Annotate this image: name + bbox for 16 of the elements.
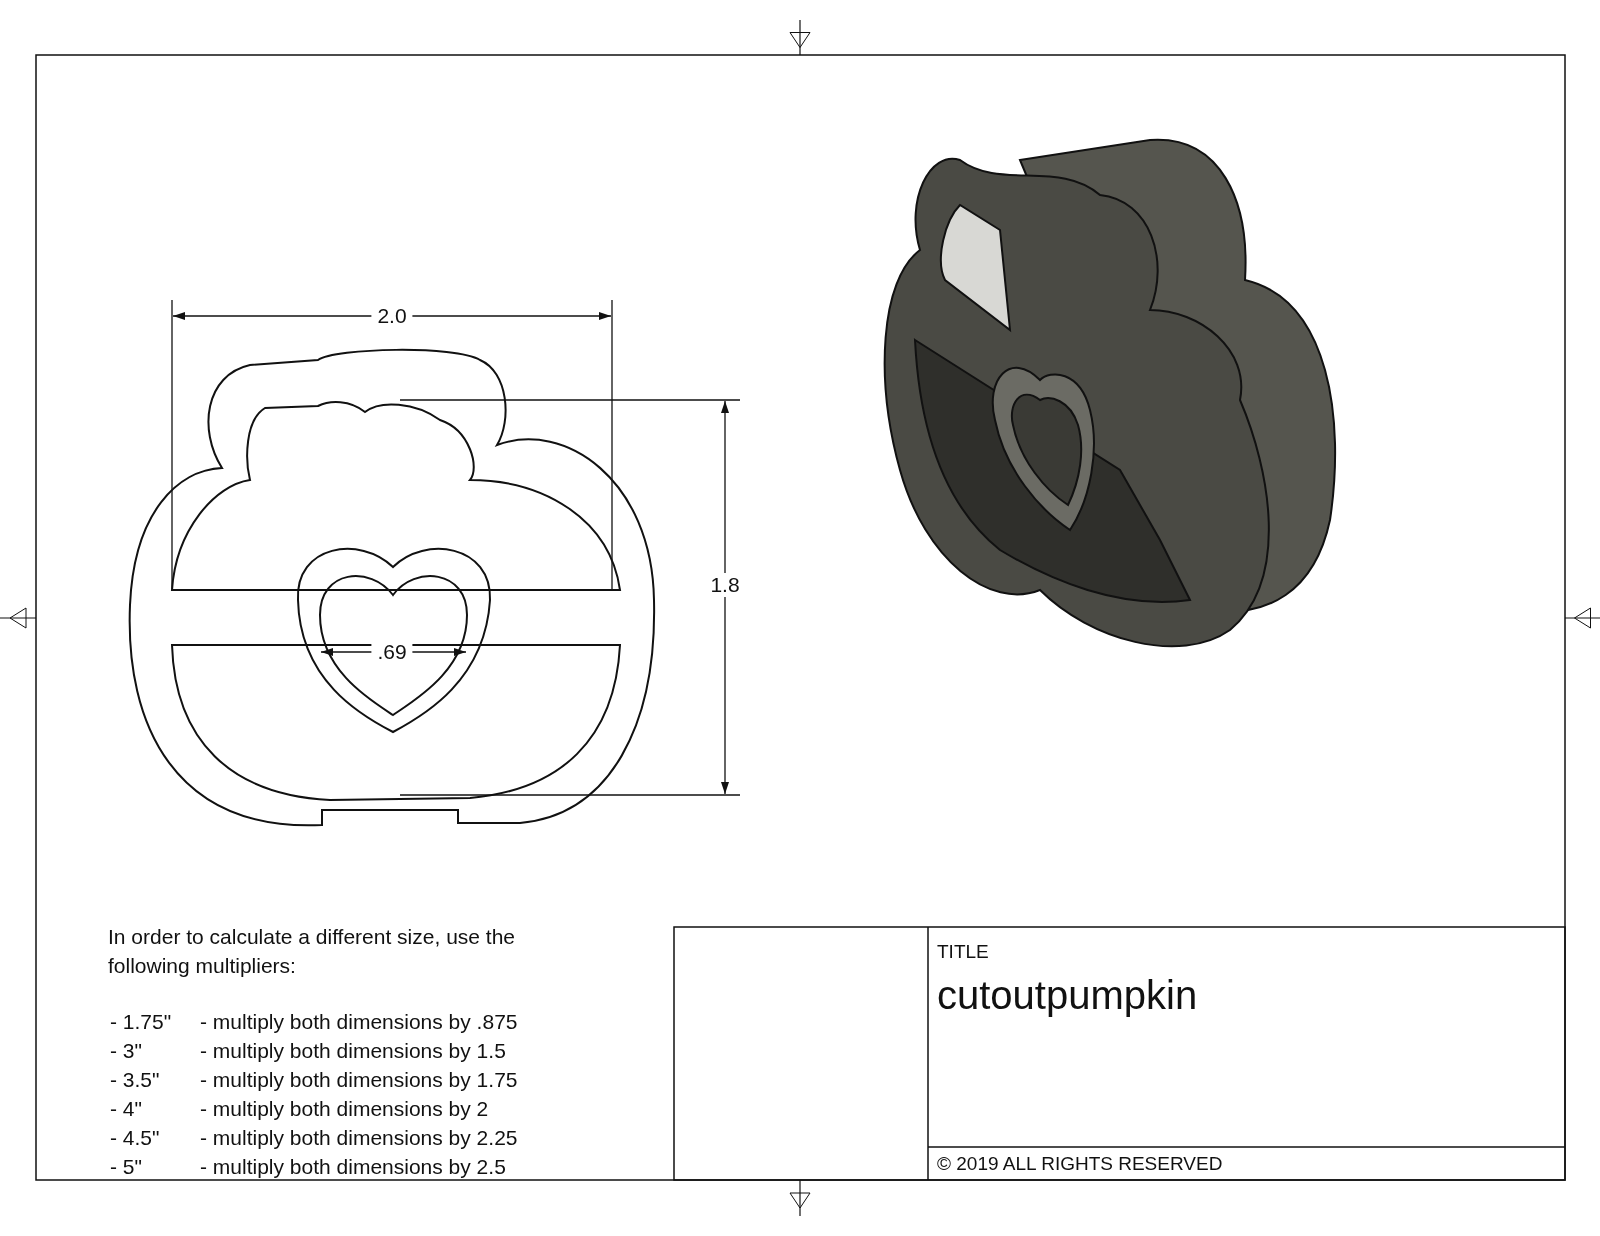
multiplier-cell: - multiply both dimensions by 1.75: [200, 1068, 518, 1092]
size-cell: - 1.75": [110, 1010, 172, 1034]
multiplier-cell: - multiply both dimensions by .875: [200, 1010, 518, 1034]
multiplier-cell: - multiply both dimensions by 1.5: [200, 1039, 506, 1063]
size-cell: - 5": [110, 1155, 142, 1179]
multiplier-cell: - multiply both dimensions by 2.25: [200, 1126, 518, 1150]
size-cell: - 4": [110, 1097, 142, 1121]
copyright-text: © 2019 ALL RIGHTS RESERVED: [937, 1152, 1223, 1176]
multiplier-cell: - multiply both dimensions by 2: [200, 1097, 489, 1121]
note-text: In order to calculate a different size, use the following multipliers:: [108, 924, 517, 979]
title-heading: TITLE: [937, 940, 989, 964]
drawing-title: cutoutpumpkin: [937, 973, 1198, 1017]
size-cell: - 3": [110, 1039, 142, 1063]
size-cell: - 4.5": [110, 1126, 160, 1150]
size-cell: - 3.5": [110, 1068, 160, 1092]
multiplier-cell: - multiply both dimensions by 2.5: [200, 1155, 506, 1179]
